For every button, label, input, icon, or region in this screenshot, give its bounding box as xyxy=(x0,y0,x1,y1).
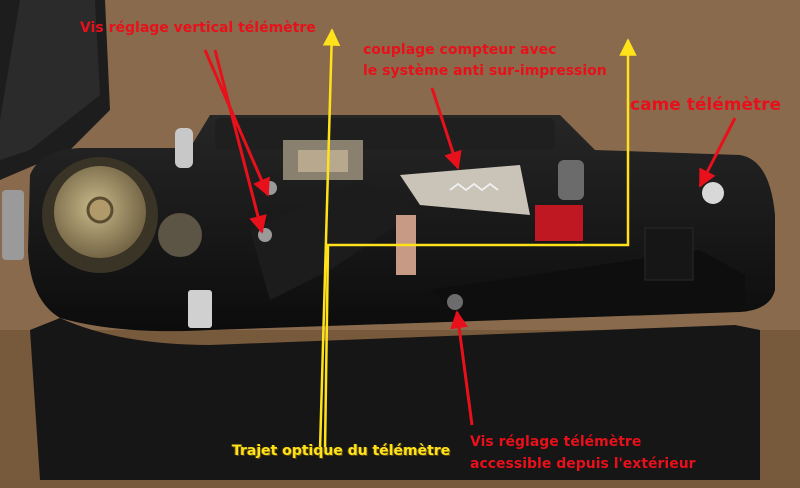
label-vertical-adjust-screws: Vis réglage vertical télémètre xyxy=(80,20,316,36)
silver-latch xyxy=(188,290,212,328)
arrow-coupling xyxy=(430,87,462,170)
arrow-vertical-2 xyxy=(213,49,267,234)
accessory-shoe xyxy=(215,118,555,150)
label-rangefinder-adjust-line1: Vis réglage télémètre xyxy=(470,434,642,450)
label-rangefinder-adjust-screw: Vis réglage télémètre accessible depuis … xyxy=(470,431,696,475)
label-counter-coupling-line2: le système anti sur-impression xyxy=(363,63,607,79)
prism-glass xyxy=(298,150,348,172)
label-rangefinder-adjust-line2: accessible depuis l'extérieur xyxy=(470,456,696,472)
arrow-rangefinder-screw xyxy=(450,310,474,426)
counter-post xyxy=(558,160,584,200)
label-counter-coupling-line1: couplage compteur avec xyxy=(363,42,557,58)
arrow-vertical-1 xyxy=(203,49,270,197)
small-gear xyxy=(158,213,202,257)
strap-stitching xyxy=(0,0,100,160)
silver-post xyxy=(175,128,193,168)
optical-path-upper xyxy=(323,38,637,451)
optical-path-left xyxy=(318,28,341,451)
label-rangefinder-cam: came télémètre xyxy=(630,95,782,115)
strap-lug xyxy=(2,190,24,260)
rangefinder-arm xyxy=(250,180,420,300)
cam-screw xyxy=(702,182,724,204)
rangefinder-adjust-screw xyxy=(447,294,463,310)
lever-block xyxy=(644,227,694,281)
label-counter-coupling: couplage compteur avec le système anti s… xyxy=(363,40,607,82)
coupling-spring xyxy=(449,182,499,192)
red-indicator xyxy=(535,205,583,241)
label-optical-path: Trajet optique du télémètre xyxy=(232,443,451,459)
gear-center-screw xyxy=(86,196,114,224)
camera-leatherette xyxy=(30,318,760,480)
arrow-cam xyxy=(698,117,737,188)
